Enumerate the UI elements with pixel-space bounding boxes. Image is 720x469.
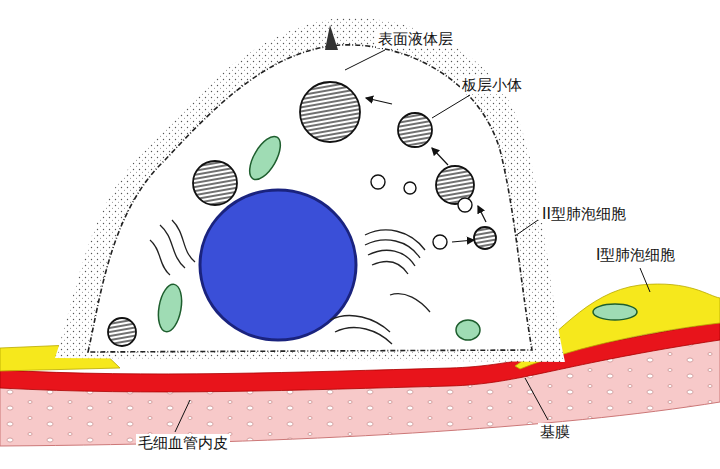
part-label: 表面液体层 xyxy=(376,30,455,48)
part-label: 板层小体 xyxy=(460,76,524,94)
part-label: 基膜 xyxy=(538,423,572,441)
part-label: I型肺泡细胞 xyxy=(594,246,677,264)
part-label: II型肺泡细胞 xyxy=(540,205,628,223)
part-label: 毛细血管内皮 xyxy=(136,434,230,452)
